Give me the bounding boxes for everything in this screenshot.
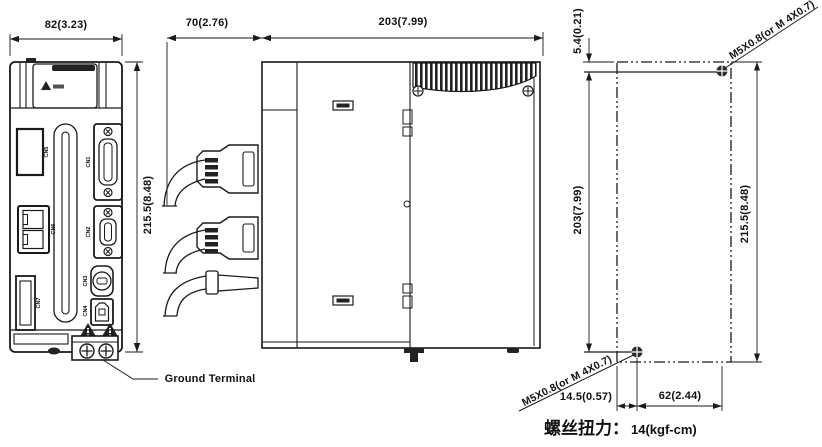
cn3-label: CN3 (83, 275, 89, 287)
din-clip (48, 347, 60, 355)
cn3-connector (90, 265, 114, 297)
dim-front-height: 215.5(8.48) (142, 175, 154, 235)
dim-rear-top-hole-offset: 5.4(0.21) (572, 8, 584, 54)
cable-connector-middle (163, 216, 259, 274)
cn2-connector (93, 205, 123, 259)
cn2-label: CN2 (86, 226, 92, 238)
dim-side-body-depth: 203(7.99) (378, 16, 428, 28)
mounting-hole-icon (716, 65, 728, 77)
dim-side-connector-depth: 70(2.76) (185, 17, 229, 29)
mount-foot (404, 348, 424, 362)
dim-rear-hole-spacing-v: 203(7.99) (572, 185, 584, 235)
cn4-label: CN4 (83, 305, 89, 317)
torque-note: 螺丝扭力： 14(kgf-cm) (544, 414, 697, 439)
side-dimensions (166, 32, 544, 205)
ground-screw-icon (79, 343, 95, 359)
center-slot (53, 123, 78, 323)
mount-foot (507, 348, 519, 353)
dim-rear-hole-inset: 14.5(0.57) (559, 391, 613, 403)
display-window (15, 127, 45, 177)
dim-rear-total-height: 215.5(8.48) (739, 184, 751, 244)
rear-dimensions (586, 38, 762, 411)
screw-icon (412, 85, 424, 97)
mounting-hole-icon (631, 346, 643, 358)
torque-note-label: 螺丝扭力： (544, 419, 629, 438)
side-view (162, 61, 541, 362)
heatsink-fins (412, 62, 537, 97)
cable-connector-bottom (163, 270, 259, 317)
cn6-label: CN6 (51, 223, 57, 235)
ground-leader-line (102, 359, 158, 380)
rear-view (518, 6, 819, 412)
cn7-connector (15, 275, 36, 331)
ground-terminal-label: Ground Terminal (164, 373, 256, 385)
cn1-connector (93, 123, 123, 201)
ground-screw-icon (98, 343, 114, 359)
front-view (9, 58, 158, 380)
front-dimensions (9, 34, 143, 353)
dim-front-width: 82(3.23) (44, 19, 88, 31)
vent-slot (52, 65, 95, 71)
delta-logo-icon (41, 81, 64, 90)
cn5-label: CN5 (44, 146, 50, 158)
screw-leader-bottom (518, 354, 634, 412)
phantom-outline (616, 61, 732, 363)
top-tab (26, 58, 36, 63)
torque-note-value: 14(kgf-cm) (631, 422, 697, 437)
dim-rear-hole-spacing-h: 62(2.44) (658, 390, 702, 402)
cable-connector-top (162, 144, 259, 207)
rj45-ports (17, 205, 50, 254)
ground-terminal (71, 335, 119, 361)
cn7-label: CN7 (36, 297, 42, 309)
screw-leader-top (725, 6, 819, 68)
screw-icon (522, 85, 534, 97)
cn1-label: CN1 (86, 156, 92, 168)
cn4-usb-connector (90, 298, 114, 326)
